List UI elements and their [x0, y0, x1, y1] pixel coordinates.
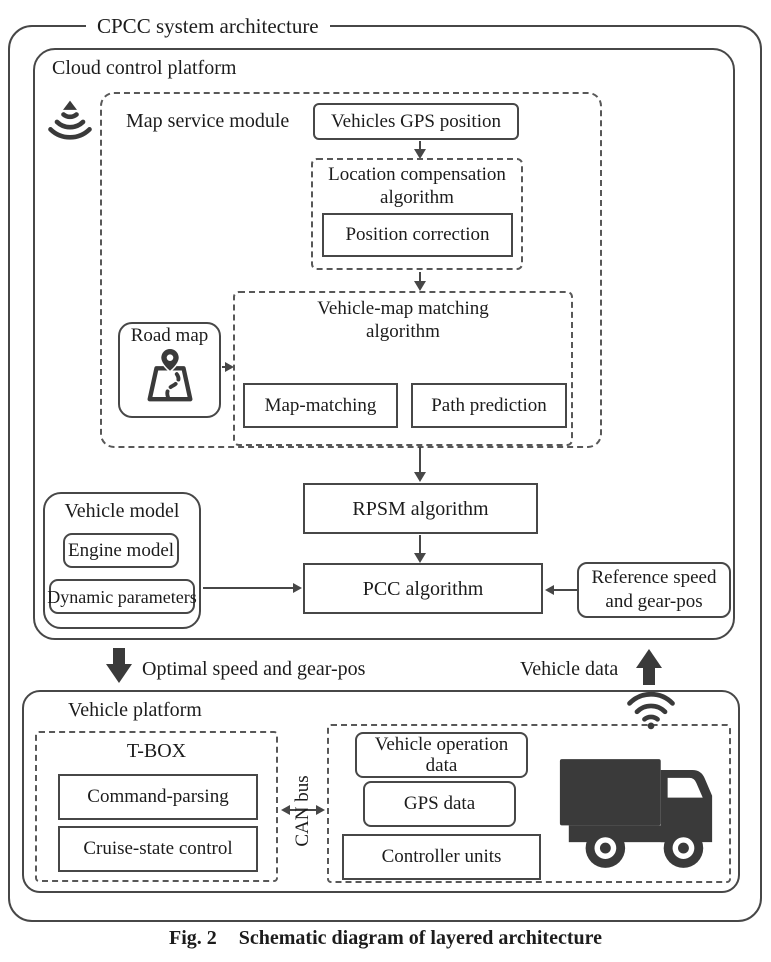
thick-up-arrow-icon	[643, 667, 655, 685]
controller-units-box: Controller units	[342, 834, 541, 880]
vehicle-operation-data-box: Vehicle operation data	[355, 732, 528, 778]
arrow-model-to-pcc	[203, 583, 302, 593]
map-service-module-label: Map service module	[126, 110, 290, 132]
map-service-module-box	[100, 92, 602, 448]
reference-speed-box: Reference speed and gear-pos	[577, 562, 731, 618]
map-icon	[141, 346, 199, 414]
t-box-label: T-BOX	[126, 740, 187, 762]
gps-data-box: GPS data	[363, 781, 516, 827]
road-map-box: Road map	[118, 322, 221, 418]
arrow-location-to-matching	[414, 272, 426, 291]
cloud-platform-label: Cloud control platform	[52, 57, 237, 79]
vehicle-data-label: Vehicle data	[520, 658, 619, 680]
position-correction-box: Position correction	[322, 213, 513, 257]
thick-down-arrow-head	[106, 664, 132, 683]
t-box-group	[35, 731, 278, 882]
road-map-label: Road map	[130, 325, 209, 346]
dynamic-parameters-box: Dynamic parameters	[47, 579, 197, 614]
optimal-speed-label: Optimal speed and gear-pos	[142, 658, 366, 680]
figure-caption: Fig. 2 Schematic diagram of layered archi…	[0, 927, 771, 950]
signal-waves-up-icon	[44, 97, 96, 150]
can-bus-label: CAN bus	[292, 775, 313, 847]
path-prediction-box: Path prediction	[411, 383, 567, 428]
pcc-algorithm-box: PCC algorithm	[303, 563, 543, 614]
onboard-data-group	[327, 724, 731, 883]
vehicle-platform-box	[22, 690, 740, 893]
arrow-roadmap-to-matching	[222, 362, 234, 372]
arrow-gps-to-location	[414, 141, 426, 159]
vehicle-map-matching-title: Vehicle-map matching algorithm	[317, 298, 489, 342]
arrow-can-bus	[281, 805, 325, 815]
vehicle-platform-label: Vehicle platform	[68, 699, 202, 721]
arrow-matching-to-rpsm	[414, 447, 426, 482]
caption-fig-number: Fig. 2	[168, 927, 217, 949]
truck-icon	[552, 753, 722, 878]
map-matching-box: Map-matching	[243, 383, 398, 428]
engine-model-box: Engine model	[63, 533, 179, 568]
cruise-state-control-box: Cruise-state control	[58, 826, 258, 872]
thick-down-arrow-icon	[113, 648, 125, 665]
thick-up-arrow-head	[636, 649, 662, 668]
cpcc-architecture-frame	[8, 25, 762, 922]
vehicle-map-matching-box	[233, 291, 573, 446]
cloud-platform-box	[33, 48, 735, 640]
figure-title: CPCC system architecture	[86, 12, 330, 40]
vehicle-model-label: Vehicle model	[64, 500, 180, 522]
vehicle-model-box	[43, 492, 201, 629]
vehicles-gps-position-box: Vehicles GPS position	[313, 103, 519, 140]
caption-text: Schematic diagram of layered architectur…	[238, 927, 603, 949]
arrow-rpsm-to-pcc	[414, 535, 426, 563]
command-parsing-box: Command-parsing	[58, 774, 258, 820]
wifi-icon	[622, 688, 680, 735]
location-compensation-title: Location compensation algorithm	[328, 164, 506, 208]
location-compensation-box	[311, 158, 523, 270]
rpsm-algorithm-box: RPSM algorithm	[303, 483, 538, 534]
arrow-reference-to-pcc	[545, 585, 577, 595]
